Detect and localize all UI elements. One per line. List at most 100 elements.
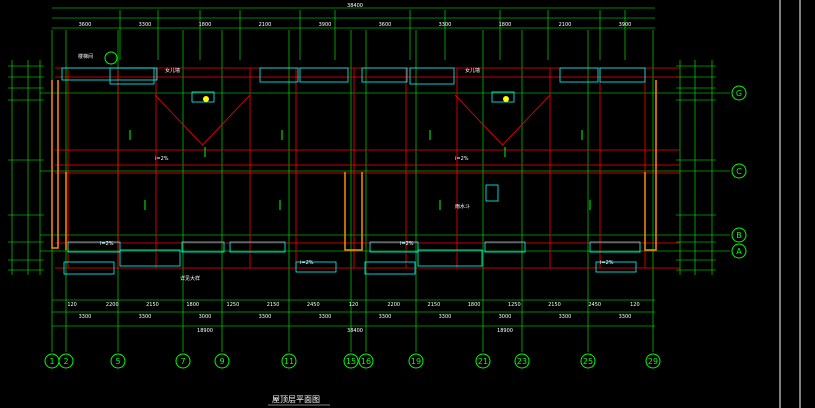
drain-marker-0 (203, 96, 209, 102)
note-box-1 (364, 261, 416, 275)
detail-block-17 (491, 91, 515, 103)
dim-bottom-1-2: 2150 (146, 302, 159, 308)
dim-top-2: 1800 (199, 22, 212, 28)
dim-top-6: 3300 (439, 22, 452, 28)
dim-bottom-total: 38400 (347, 328, 363, 334)
dim-bottom-1-10: 1800 (468, 302, 481, 308)
axis-bubble-5 (110, 353, 126, 369)
dim-top-3: 2100 (259, 22, 272, 28)
axis-bubble-2 (58, 353, 74, 369)
detail-blocks (61, 67, 646, 275)
axis-label-23: 23 (517, 357, 527, 366)
drawing-title: 屋顶层平面图 (272, 395, 320, 404)
detail-block-5 (409, 67, 455, 85)
dim-bottom-1-6: 2450 (307, 302, 320, 308)
axis-label-16: 16 (361, 357, 371, 366)
axis-label-19: 19 (411, 357, 421, 366)
axis-bubble-G (731, 85, 747, 101)
annotation-9: i=2% (300, 260, 314, 266)
dim-bottom-1-4: 1250 (227, 302, 240, 308)
dim-bottom-2-7: 3000 (499, 314, 512, 320)
detail-block-11 (229, 241, 286, 253)
dim-top-5: 3600 (379, 22, 392, 28)
annotation-5: 雨水斗 (455, 203, 470, 210)
annotation-10: i=2% (600, 260, 614, 266)
wall-left (51, 80, 59, 249)
detail-block-18 (485, 184, 499, 202)
axis-label-29: 29 (648, 357, 658, 366)
axis-bubble-A (731, 243, 747, 259)
axis-bubble-19 (408, 353, 424, 369)
annotations: 楼梯间女儿墙女儿墙i=2%i=2%雨水斗详见大样i=2%i=2%i=2%i=2% (78, 53, 614, 282)
dim-bottom-1-3: 1800 (186, 302, 199, 308)
axis-label-21: 21 (478, 357, 488, 366)
axis-bubble-11 (281, 353, 297, 369)
axis-label-G: G (736, 89, 742, 98)
dim-bottom-1-14: 120 (630, 302, 640, 308)
axis-bubble-7 (175, 353, 191, 369)
dim-top-9: 3900 (619, 22, 632, 28)
annotation-2: 女儿墙 (465, 67, 480, 74)
dim-bottom-1-13: 2450 (588, 302, 601, 308)
detail-block-9 (119, 249, 181, 267)
dim-bottom-1-12: 2150 (548, 302, 561, 308)
dim-top-total: 38400 (347, 3, 363, 9)
note-box-0 (63, 261, 115, 275)
dim-top-1: 3300 (139, 22, 152, 28)
detail-block-2 (259, 67, 299, 83)
dim-top-0: 3600 (79, 22, 92, 28)
note-box-3 (595, 261, 637, 273)
axis-label-2: 2 (63, 357, 68, 366)
axis-bubble-C (731, 163, 747, 179)
dim-bottom-1-7: 120 (349, 302, 359, 308)
axis-bubble-21 (475, 353, 491, 369)
detail-block-10 (181, 241, 225, 253)
drain-marker-1 (503, 96, 509, 102)
detail-block-3 (299, 67, 349, 83)
funnel-left-0 (154, 94, 203, 146)
axis-label-25: 25 (583, 357, 593, 366)
dim-bottom-3-0: 18900 (197, 328, 213, 334)
axis-bubble-15 (343, 353, 359, 369)
detail-block-8 (67, 241, 121, 253)
dim-bottom-2-3: 3300 (259, 314, 272, 320)
dim-bottom-2-6: 3300 (439, 314, 452, 320)
dim-bottom-2-5: 3300 (379, 314, 392, 320)
dim-bottom-2-9: 3300 (619, 314, 632, 320)
axis-label-5: 5 (115, 357, 120, 366)
axis-bubble-29 (645, 353, 661, 369)
axis-label-7: 7 (180, 357, 185, 366)
dim-bottom-2-0: 3300 (79, 314, 92, 320)
axis-bubble-25 (580, 353, 596, 369)
dim-bottom-2-8: 3300 (559, 314, 572, 320)
annotation-8: i=2% (400, 241, 414, 247)
dim-bottom-2-4: 3300 (319, 314, 332, 320)
axis-bubble-16 (358, 353, 374, 369)
dim-top-4: 3900 (319, 22, 332, 28)
dim-bottom-1-0: 120 (67, 302, 77, 308)
annotation-6: 详见大样 (180, 275, 200, 282)
beam-lines (55, 67, 680, 269)
axis-label-11: 11 (284, 357, 294, 366)
axis-label-C: C (736, 167, 742, 176)
dim-bottom-1-5: 2150 (267, 302, 280, 308)
note-box-2 (295, 261, 337, 273)
funnel-right-0 (202, 94, 251, 146)
detail-block-13 (417, 249, 483, 267)
axis-bubble-B (731, 227, 747, 243)
dim-top-8: 2100 (559, 22, 572, 28)
detail-block-1 (109, 67, 155, 85)
dim-bottom-3-1: 18900 (497, 328, 513, 334)
exterior-walls (51, 80, 657, 251)
dim-bottom-1-11: 1250 (508, 302, 521, 308)
detail-block-12 (369, 241, 419, 253)
viewport-frame (779, 0, 801, 408)
detail-block-14 (484, 241, 526, 253)
annotation-1: 女儿墙 (165, 67, 180, 74)
annotation-4: i=2% (455, 156, 469, 162)
dim-top-7: 1800 (499, 22, 512, 28)
axis-bubble-9 (214, 353, 230, 369)
